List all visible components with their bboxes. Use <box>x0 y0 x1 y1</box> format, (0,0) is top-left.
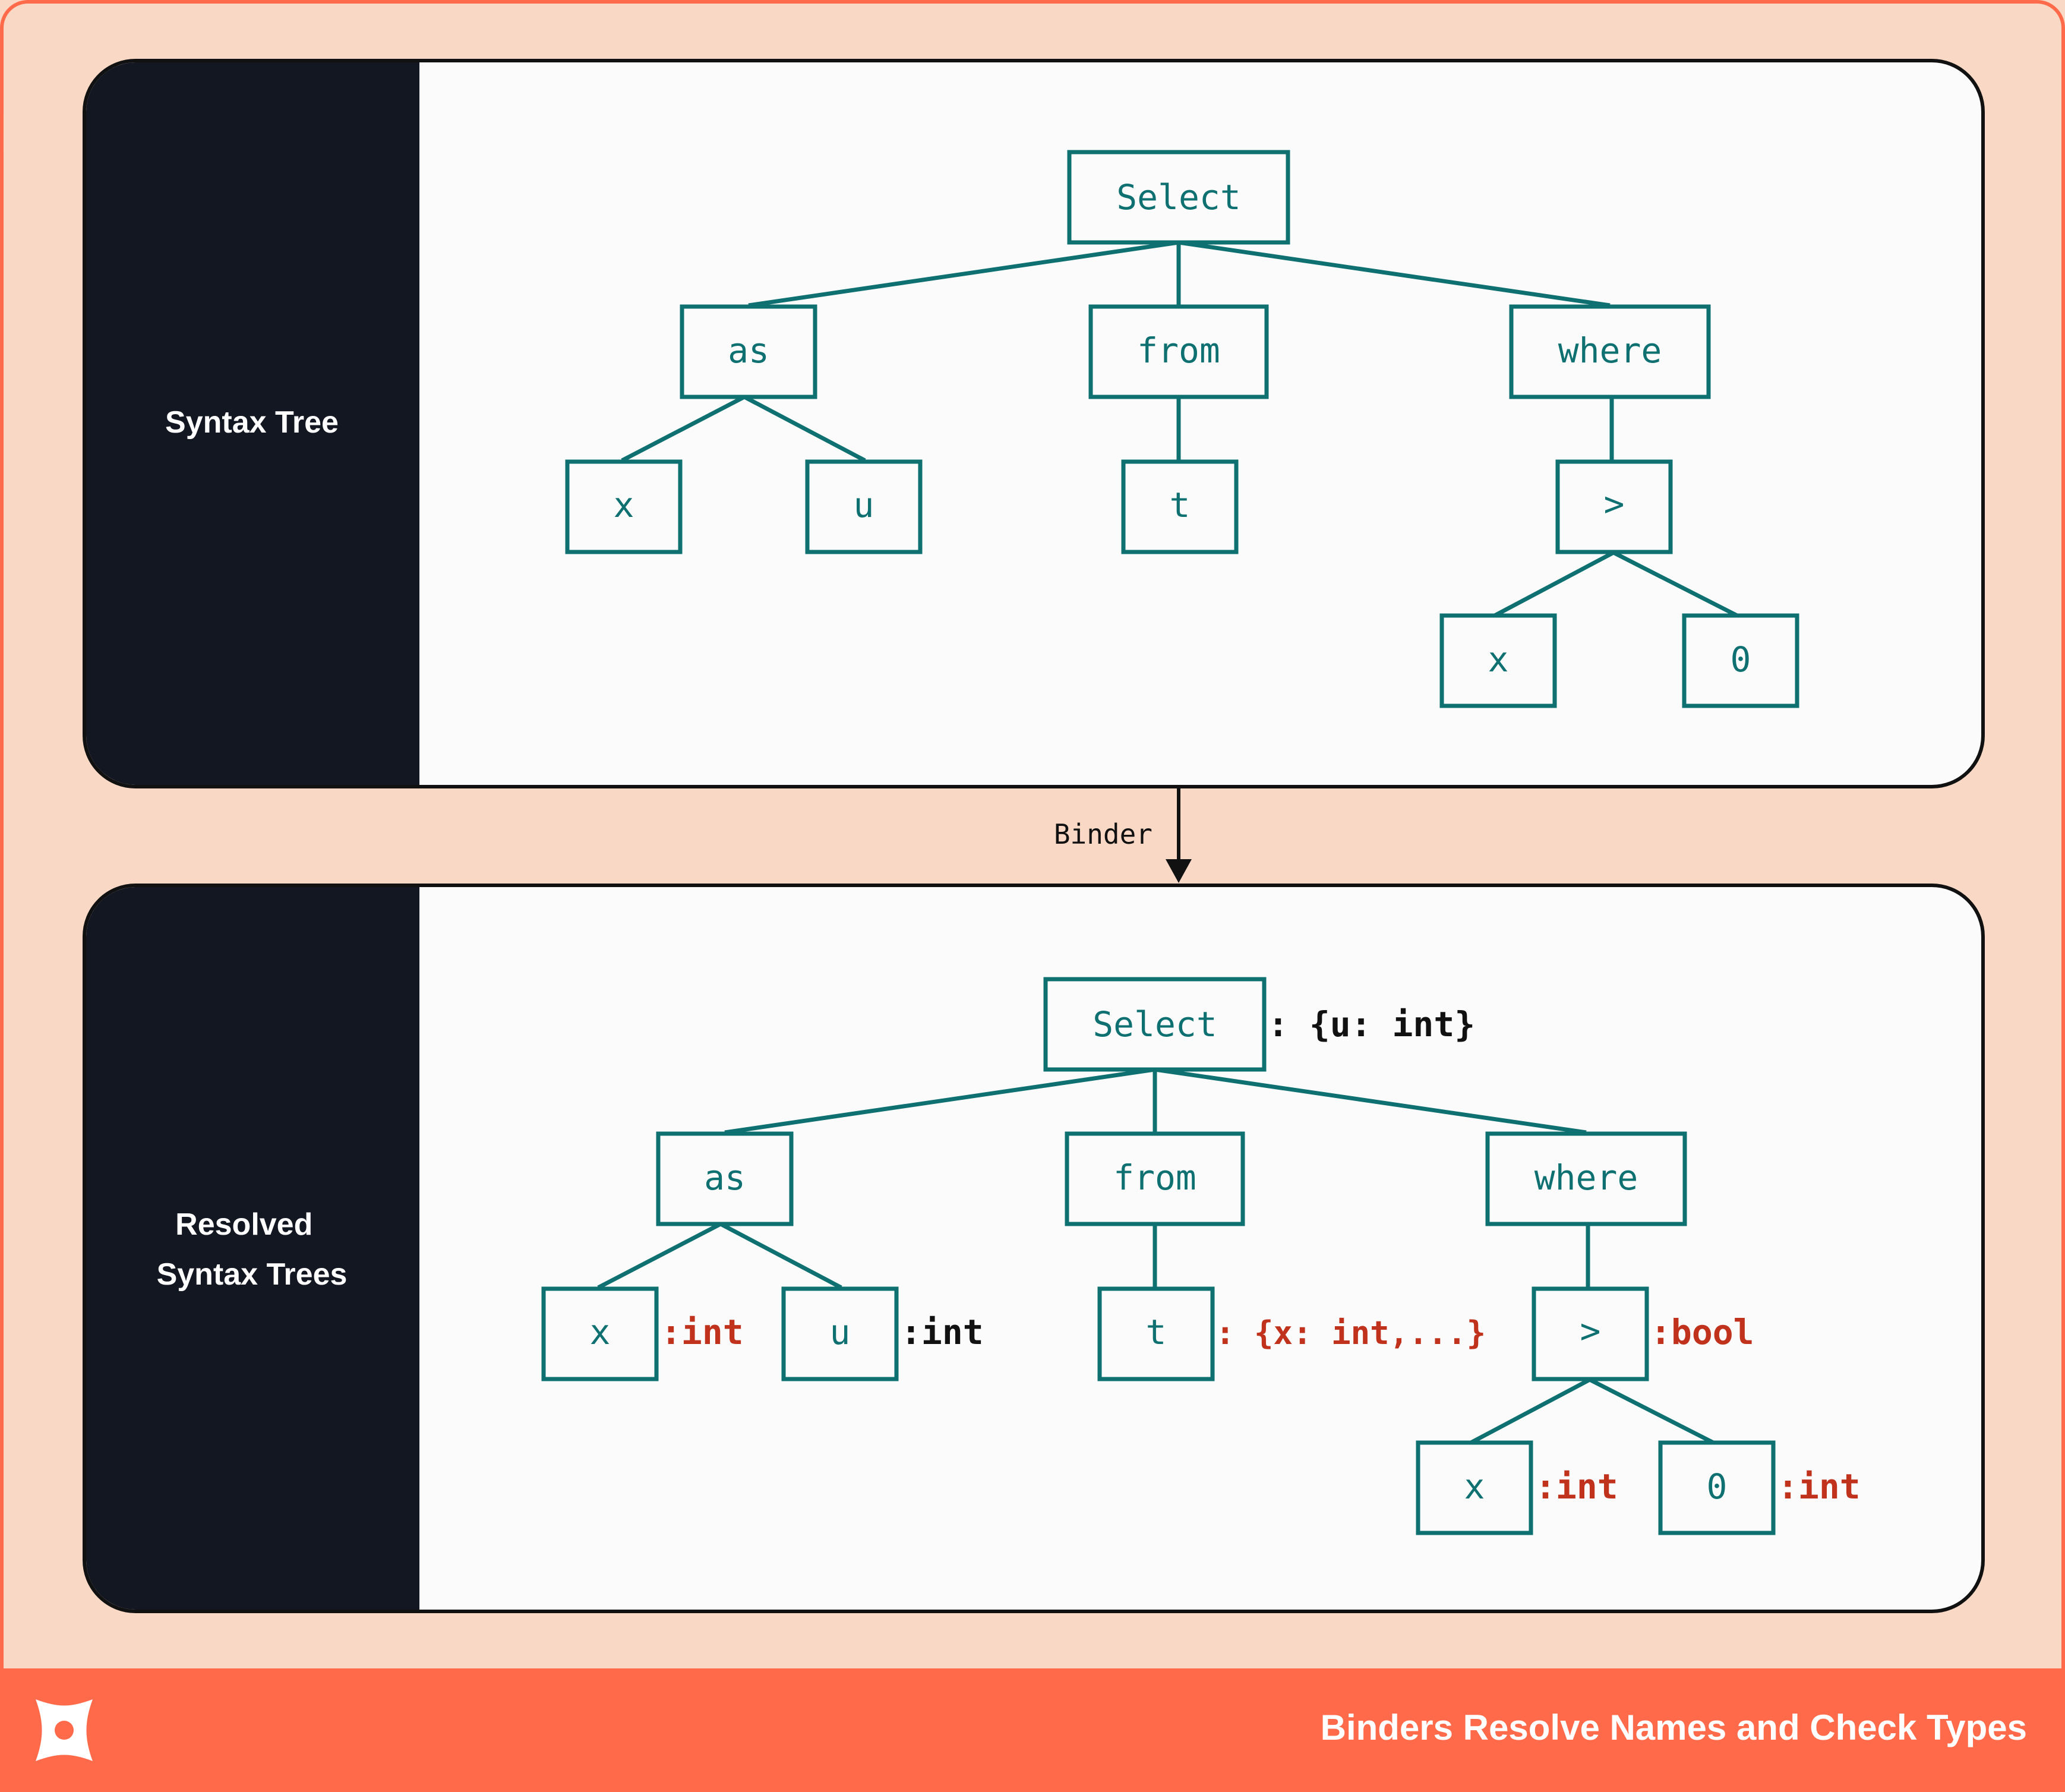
top-tree-edges <box>621 240 1738 618</box>
bottom-node-as: as <box>656 1131 794 1226</box>
annotation-select-type: : {u: int} <box>1268 1004 1475 1045</box>
svg-text:Select: Select <box>1116 177 1241 217</box>
svg-text:as: as <box>728 330 769 371</box>
footer-bar <box>0 1668 2065 1792</box>
top-node-x2: x <box>1439 613 1557 708</box>
top-panel-sidebar <box>86 62 419 785</box>
svg-text:x: x <box>590 1312 611 1352</box>
bottom-panel-sidebar <box>86 887 419 1610</box>
footer-title: Binders Resolve Names and Check Types <box>1321 1708 2027 1747</box>
svg-text:u: u <box>854 485 874 525</box>
top-node-t: t <box>1121 459 1239 554</box>
annotation-t-type: : {x: int,...} <box>1215 1314 1486 1352</box>
bottom-node-from: from <box>1065 1131 1245 1226</box>
bottom-node-x: x <box>541 1286 659 1381</box>
svg-text:x: x <box>1464 1466 1485 1507</box>
svg-text:0: 0 <box>1707 1466 1728 1507</box>
svg-text:where: where <box>1558 330 1662 371</box>
svg-text:t: t <box>1146 1312 1167 1352</box>
top-node-from: from <box>1088 304 1269 399</box>
top-node-gt: > <box>1555 459 1673 554</box>
svg-text:x: x <box>614 485 634 525</box>
svg-text:0: 0 <box>1731 639 1751 680</box>
bottom-panel-label: Resolved Syntax Trees <box>157 1207 348 1292</box>
bottom-node-gt: > <box>1532 1286 1649 1381</box>
top-node-select: Select <box>1067 150 1290 245</box>
bottom-tree-edges <box>597 1067 1714 1445</box>
top-panel-frame <box>83 59 1985 788</box>
bottom-node-zero: 0 <box>1658 1440 1776 1535</box>
bottom-node-where: where <box>1485 1131 1687 1226</box>
annotation-zero-type: :int <box>1777 1466 1861 1507</box>
svg-text:from: from <box>1137 330 1220 371</box>
svg-text:where: where <box>1534 1157 1638 1198</box>
bottom-node-x2: x <box>1416 1440 1533 1535</box>
top-panel-label: Syntax Tree <box>165 405 339 440</box>
svg-text:as: as <box>704 1157 746 1198</box>
binder-label: Binder <box>1054 818 1153 850</box>
top-node-zero: 0 <box>1682 613 1799 708</box>
x-logo-icon <box>36 1699 93 1761</box>
top-node-x: x <box>565 459 683 554</box>
bottom-panel: Resolved Syntax Trees Select as from <box>83 884 1985 1613</box>
annotation-u-type: :int <box>901 1312 984 1352</box>
svg-text:u: u <box>830 1312 851 1352</box>
annotation-x2-type: :int <box>1535 1466 1618 1507</box>
top-panel: Syntax Tree Select as from <box>83 59 1985 788</box>
bottom-node-t: t <box>1097 1286 1215 1381</box>
svg-text:t: t <box>1170 485 1191 525</box>
top-node-u: u <box>805 459 923 554</box>
bottom-node-u: u <box>781 1286 899 1381</box>
bottom-node-select: Select <box>1043 977 1267 1072</box>
svg-text:>: > <box>1604 484 1625 524</box>
svg-text:from: from <box>1113 1157 1196 1198</box>
top-node-as: as <box>680 304 817 399</box>
binder-arrow: Binder <box>1054 788 1192 883</box>
annotation-x-type: :int <box>661 1312 744 1352</box>
top-node-where: where <box>1509 304 1711 399</box>
svg-text:x: x <box>1488 639 1509 680</box>
bottom-panel-frame <box>83 884 1985 1613</box>
annotation-gt-type: :bool <box>1650 1312 1754 1352</box>
svg-text:>: > <box>1580 1311 1601 1351</box>
svg-text:Select: Select <box>1093 1004 1217 1045</box>
